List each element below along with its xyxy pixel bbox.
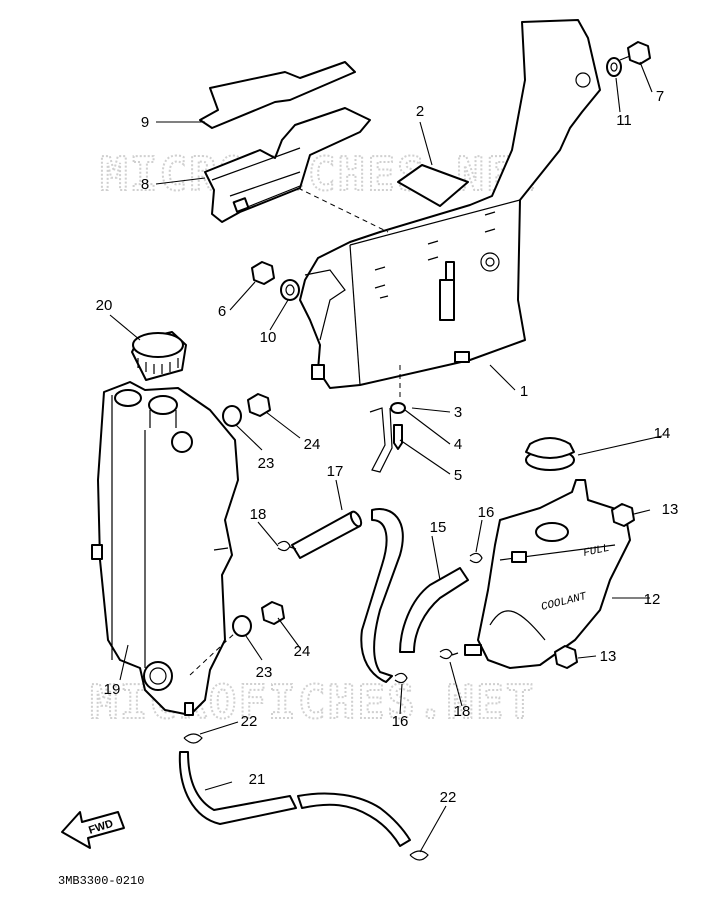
callout-11[interactable]: 11 <box>616 112 632 129</box>
callout-12[interactable]: 12 <box>644 591 661 608</box>
callout-18-lower[interactable]: 18 <box>454 703 471 720</box>
part-16-clamp-upper[interactable] <box>469 552 483 564</box>
part-13-bolt-lower[interactable] <box>554 645 578 669</box>
callout-18-upper[interactable]: 18 <box>250 506 267 523</box>
part-3-pipe[interactable] <box>369 407 393 473</box>
callout-7[interactable]: 7 <box>656 88 664 105</box>
diagram-code: 3MB3300-0210 <box>58 874 144 888</box>
part-14-reservoir-cap[interactable] <box>525 437 575 471</box>
callout-16-upper[interactable]: 16 <box>478 504 495 521</box>
callout-2[interactable]: 2 <box>416 103 424 120</box>
part-6-bolt[interactable] <box>251 261 275 285</box>
callout-3[interactable]: 3 <box>454 404 462 421</box>
part-23-grommet-lower[interactable] <box>232 615 252 637</box>
part-4-washer[interactable] <box>390 402 406 414</box>
callout-6[interactable]: 6 <box>218 303 226 320</box>
callout-1[interactable]: 1 <box>520 383 528 400</box>
part-19-radiator[interactable] <box>91 381 239 716</box>
callout-15[interactable]: 15 <box>430 519 447 536</box>
callout-9[interactable]: 9 <box>141 114 149 131</box>
part-10-grommet[interactable] <box>280 279 300 301</box>
part-16-clamp-lower[interactable] <box>394 672 408 684</box>
reservoir-full-text: FULL <box>582 543 610 560</box>
callout-19[interactable]: 19 <box>104 681 121 698</box>
part-11-washer[interactable] <box>606 57 622 77</box>
callout-22-lower[interactable]: 22 <box>440 789 457 806</box>
part-12-coolant-reservoir[interactable]: FULL COOLANT <box>464 479 631 669</box>
part-9-cover[interactable] <box>199 61 356 129</box>
overflow-hose[interactable] <box>360 508 404 683</box>
callout-20[interactable]: 20 <box>96 297 113 314</box>
part-24-bolt-upper[interactable] <box>247 393 271 417</box>
part-7-bolt[interactable] <box>619 41 651 65</box>
part-1-frame-cover[interactable] <box>299 19 601 389</box>
part-23-grommet-upper[interactable] <box>222 405 242 427</box>
leader-lines <box>109 61 663 853</box>
assembly-line-23 <box>189 631 237 676</box>
part-22-clamp-upper[interactable] <box>183 733 203 744</box>
callout-21[interactable]: 21 <box>249 771 266 788</box>
callout-14[interactable]: 14 <box>654 425 671 442</box>
callout-13-lower[interactable]: 13 <box>600 648 617 665</box>
callout-23-upper[interactable]: 23 <box>258 455 275 472</box>
part-8-bracket[interactable] <box>204 107 371 223</box>
callout-24-upper[interactable]: 24 <box>304 436 321 453</box>
part-18-clamp-left[interactable] <box>277 540 297 552</box>
assembly-line-8 <box>297 187 389 233</box>
part-5-bolt[interactable] <box>393 424 403 450</box>
callout-24-lower[interactable]: 24 <box>294 643 311 660</box>
part-21-hose[interactable] <box>178 751 411 847</box>
part-20-radiator-cap[interactable] <box>131 331 187 381</box>
part-17-hose[interactable] <box>291 510 363 559</box>
part-2-pad[interactable] <box>397 164 469 207</box>
fwd-arrow: FWD <box>61 811 125 849</box>
callout-23-lower[interactable]: 23 <box>256 664 273 681</box>
part-18-clamp-right[interactable] <box>439 648 459 660</box>
watermark-top: MICROFICHES.NET <box>100 147 545 201</box>
callout-5[interactable]: 5 <box>454 467 462 484</box>
callouts: 1 2 3 4 5 6 7 8 9 10 11 12 13 13 14 15 1… <box>96 88 679 806</box>
callout-17[interactable]: 17 <box>327 463 344 480</box>
callout-4[interactable]: 4 <box>454 436 462 453</box>
callout-8[interactable]: 8 <box>141 176 149 193</box>
part-24-bolt-lower[interactable] <box>261 601 285 625</box>
part-22-clamp-lower[interactable] <box>409 850 429 861</box>
part-13-bolt-upper[interactable] <box>611 503 635 527</box>
callout-16-lower[interactable]: 16 <box>392 713 409 730</box>
callout-22-upper[interactable]: 22 <box>241 713 258 730</box>
callout-10[interactable]: 10 <box>260 329 277 346</box>
part-15-hose[interactable] <box>399 567 469 653</box>
callout-13-upper[interactable]: 13 <box>662 501 679 518</box>
